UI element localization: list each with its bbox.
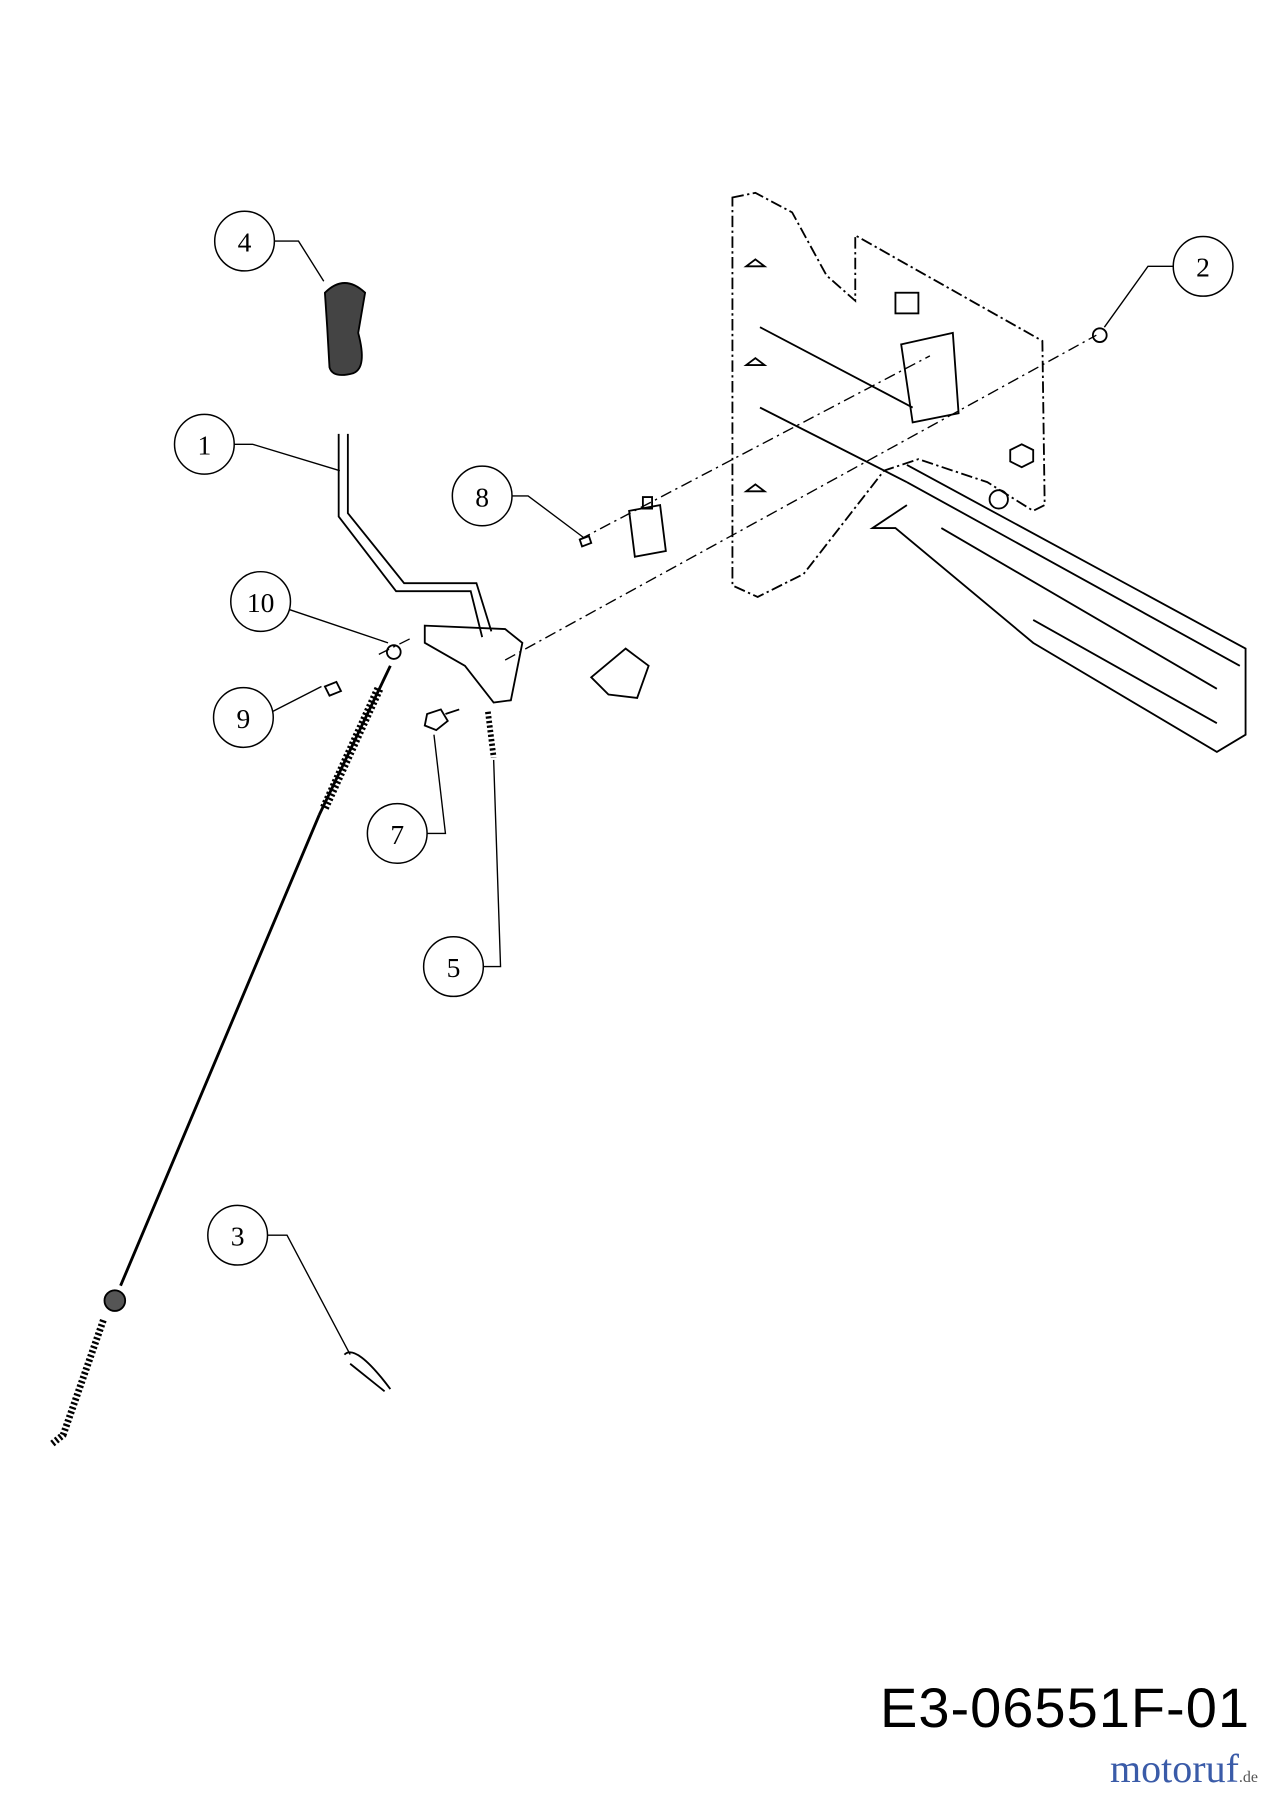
nut-part-2 [1091,327,1108,344]
frame-rail [869,464,1247,753]
watermark-text: motoruf [1110,1746,1239,1791]
drawing-code: E3-06551F-01 [879,1676,1250,1739]
bolt-part-7 [423,708,460,732]
cable-part-3 [49,665,392,1447]
callout-leaders [233,240,1174,1355]
callout-label: 2 [1196,252,1210,283]
callout-4: 4 [213,210,276,272]
callout-10: 10 [230,570,292,633]
callout-7: 7 [366,802,428,865]
frame-plate [731,191,1046,598]
callout-9: 9 [212,686,274,749]
dash-dot-leaders [378,334,1097,661]
callout-5: 5 [422,935,485,998]
bolt-part-8 [578,534,593,548]
callout-1: 1 [173,413,235,475]
callout-label: 7 [390,819,404,850]
knob-part-4 [323,282,367,376]
watermark-suffix: .de [1238,1769,1258,1786]
callout-label: 3 [231,1221,245,1252]
bracket-part [589,647,650,699]
callout-label: 9 [237,703,251,734]
spring-part-5 [485,711,497,759]
nut-part-9 [323,680,343,697]
nut-part-10 [385,644,402,660]
callout-label: 4 [238,226,252,257]
watermark-logo: motoruf.de [1110,1746,1258,1801]
callout-label: 1 [197,430,211,461]
callout-label: 5 [447,952,461,983]
switch-part [628,496,667,558]
callout-label: 10 [247,587,275,618]
callout-2: 2 [1172,235,1234,297]
callout-3: 3 [207,1204,269,1266]
callout-8: 8 [451,465,513,527]
lever-part-1 [337,433,524,704]
callout-label: 8 [475,481,489,512]
